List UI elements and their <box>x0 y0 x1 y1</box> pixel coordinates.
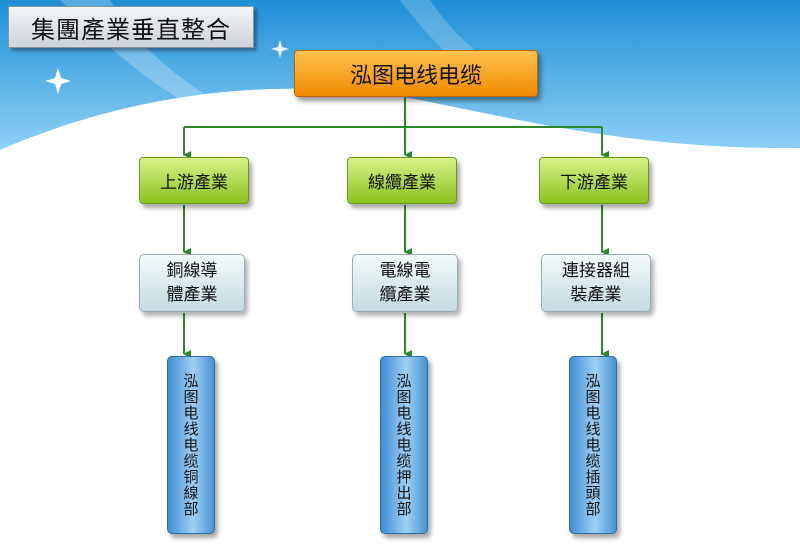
root-node: 泓图电线电缆 <box>294 50 538 97</box>
industry-node-line: 纜產業 <box>379 285 431 305</box>
category-node-cable: 線纜產業 <box>347 157 457 204</box>
industry-node-connector: 連接器組 裝產業 <box>541 254 651 312</box>
industry-node-line: 銅線導 <box>166 261 218 281</box>
page-title: 集團產業垂直整合 <box>8 6 254 48</box>
industry-node-line: 體產業 <box>166 285 218 305</box>
division-label: 泓图电线电缆押出部 <box>394 373 413 517</box>
industry-node-line: 連接器組 <box>562 261 630 281</box>
industry-node-line: 裝產業 <box>570 285 622 305</box>
division-node-extrusion: 泓图电线电缆押出部 <box>380 356 428 534</box>
division-label: 泓图电线电缆插頭部 <box>583 373 602 517</box>
industry-node-line: 電線電 <box>379 261 431 281</box>
industry-node-wire: 電線電 纜產業 <box>352 254 458 312</box>
category-node-downstream: 下游產業 <box>539 157 649 204</box>
category-node-upstream: 上游產業 <box>139 157 249 204</box>
industry-node-copper: 銅線導 體產業 <box>139 254 245 312</box>
division-node-copper: 泓图电线电缆铜線部 <box>167 356 215 534</box>
division-label: 泓图电线电缆铜線部 <box>181 373 200 517</box>
division-node-plug: 泓图电线电缆插頭部 <box>569 356 617 534</box>
